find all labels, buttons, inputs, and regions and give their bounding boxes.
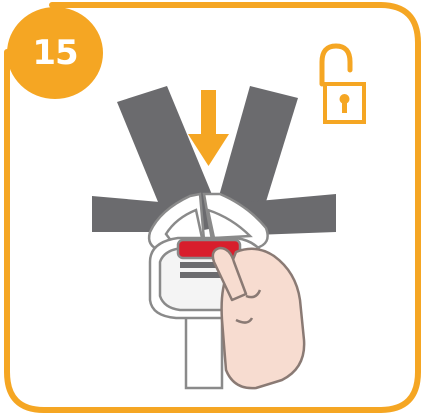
- unlocked-padlock-icon: [322, 46, 364, 122]
- hand: [213, 248, 304, 388]
- step-number: 15: [32, 33, 77, 73]
- step-number-badge: 15: [7, 7, 103, 99]
